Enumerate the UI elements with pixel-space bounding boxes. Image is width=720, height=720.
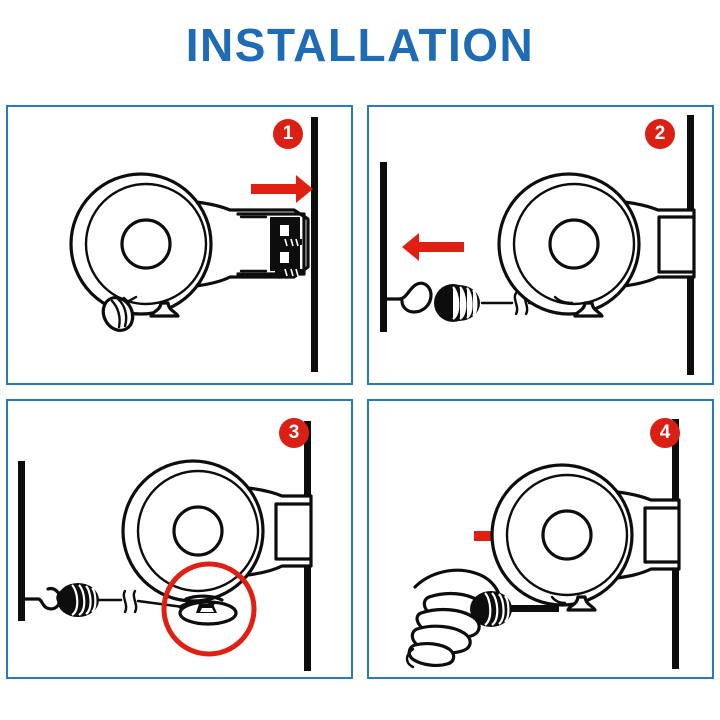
clothesline-reel-icon [490, 463, 681, 612]
mounting-bracket-icon [274, 502, 313, 561]
reel-inner-ring [512, 182, 636, 306]
cord-stopper-attached-icon [56, 583, 99, 617]
screw-icon-lower [275, 265, 302, 279]
step-badge-1: 1 [273, 119, 303, 149]
red-highlight-circle [161, 561, 257, 657]
step-2-illustration [380, 115, 696, 375]
step-panel-1[interactable]: 1 [6, 105, 353, 385]
reel-inner-ring [84, 182, 208, 306]
wall-bar-icon [311, 117, 318, 372]
clothesline-reel-icon [121, 459, 313, 603]
mounting-bracket-icon [657, 215, 696, 274]
red-arrow-right-icon [251, 175, 313, 203]
red-arrow-left-icon [402, 233, 464, 261]
reel-hub [541, 509, 593, 561]
cord-stopper-icon [434, 284, 480, 322]
clothesline-reel-icon [69, 172, 310, 332]
panel-grid: 1 [6, 105, 714, 713]
wall-hook-icon [385, 281, 433, 314]
wall-bar-left-icon [380, 162, 387, 332]
cord-lock-detail [178, 594, 238, 626]
reel-inner-ring [505, 473, 629, 597]
page-title: INSTALLATION [185, 19, 535, 71]
cord-break-marker-icon [122, 589, 138, 614]
mounting-bracket-icon [643, 506, 681, 564]
cord-stopper-icon [470, 591, 512, 627]
reel-hub [120, 218, 172, 270]
clothesline-reel-icon [497, 172, 696, 318]
reel-foot [573, 301, 604, 318]
step-3-illustration [18, 421, 313, 671]
screw-icon-upper [275, 235, 302, 249]
step-1-illustration [69, 117, 318, 372]
step-panel-2[interactable]: 2 [367, 105, 714, 385]
step-panel-3[interactable]: 3 [6, 399, 353, 679]
cord-stopper-stowed-icon [101, 295, 138, 332]
reel-foot [566, 595, 597, 612]
reel-hub [548, 218, 600, 270]
step-badge-4: 4 [650, 418, 680, 448]
reel-foot [149, 301, 180, 318]
step-badge-2: 2 [645, 119, 675, 149]
step-4-illustration [405, 419, 681, 669]
wall-bar-left-icon [18, 461, 25, 621]
cord-line [511, 605, 559, 612]
reel-hub [172, 505, 224, 557]
cord-line [97, 598, 185, 609]
reel-inner-ring [136, 469, 260, 593]
step-panel-4[interactable]: 4 [367, 399, 714, 679]
wall-hook-icon [23, 586, 62, 611]
step-badge-3: 3 [279, 418, 309, 448]
